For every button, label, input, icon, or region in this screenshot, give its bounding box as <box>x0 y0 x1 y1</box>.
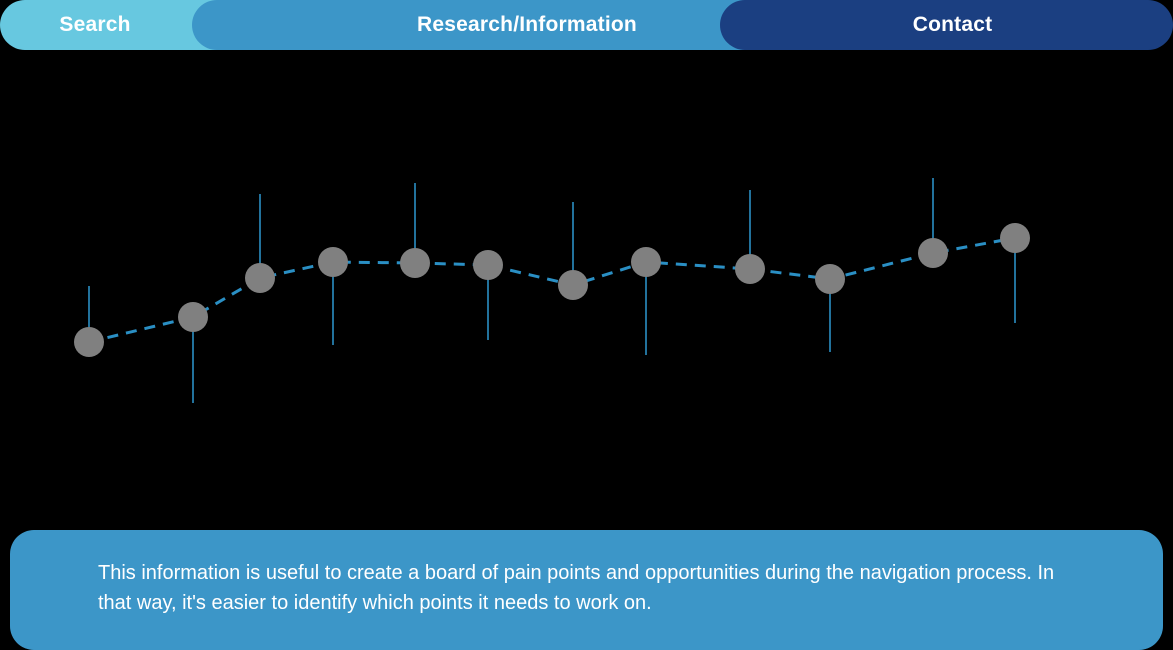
chart-canvas <box>74 178 1030 403</box>
chart-stem-group <box>88 178 1016 403</box>
chart-point-marker[interactable] <box>400 248 430 278</box>
tab-research-information-label: Research/Information <box>417 13 637 36</box>
chart-point-marker[interactable] <box>1000 223 1030 253</box>
tab-contact-label: Contact <box>912 13 993 36</box>
chart-point-marker[interactable] <box>918 238 948 268</box>
chart-point-marker[interactable] <box>735 254 765 284</box>
chart-point-marker[interactable] <box>74 327 104 357</box>
chart-point-group <box>74 223 1030 357</box>
chart-connector-line <box>88 236 1016 344</box>
tab-contact[interactable]: Contact <box>720 0 1173 50</box>
chart-point-marker[interactable] <box>318 247 348 277</box>
chart-line-path <box>88 236 1016 344</box>
chart-point-marker[interactable] <box>631 247 661 277</box>
journey-emotion-chart <box>0 50 1173 530</box>
tab-research-information[interactable]: Research/Information <box>192 0 782 50</box>
footer-note-text: This information is useful to create a b… <box>98 562 1055 614</box>
chart-point-marker[interactable] <box>473 250 503 280</box>
journey-stage-tab-bar: Contact Research/Information Search <box>0 0 1173 50</box>
chart-point-marker[interactable] <box>245 263 275 293</box>
chart-point-marker[interactable] <box>815 264 845 294</box>
chart-point-marker[interactable] <box>178 302 208 332</box>
footer-note-panel: This information is useful to create a b… <box>10 530 1163 650</box>
tab-search-label: Search <box>59 13 131 36</box>
chart-point-marker[interactable] <box>558 270 588 300</box>
